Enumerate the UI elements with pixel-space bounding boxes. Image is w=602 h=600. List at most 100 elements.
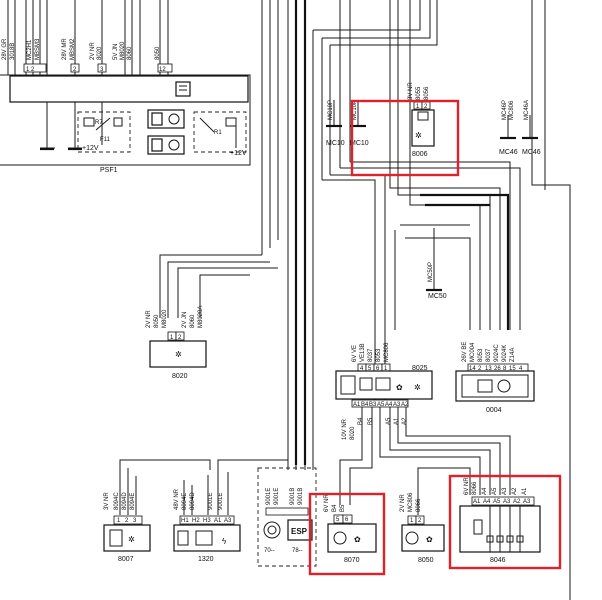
svg-text:1: 1 (416, 104, 420, 110)
c8025-bottom-pins: A1 B4 B3 A5 A4 A3 A2 (351, 399, 409, 408)
svg-text:H1: H1 (181, 518, 189, 524)
svg-text:A5: A5 (493, 499, 501, 505)
esp-block: 9001E 9001E 9001B 9001B ESP 70-- 78-- (257, 467, 317, 567)
svg-text:6V NR: 6V NR (464, 477, 470, 495)
svg-text:H3: H3 (203, 518, 211, 524)
psf1-label: 8050 (155, 46, 161, 60)
svg-text:26: 26 (494, 366, 501, 372)
svg-text:A3: A3 (224, 518, 232, 524)
psf1-label: M8020 (120, 41, 126, 60)
svg-text:MC46: MC46 (522, 149, 541, 156)
fan-icon: ✲ (128, 535, 135, 544)
svg-text:9024K: 9024K (502, 345, 508, 362)
svg-text:2: 2 (418, 518, 422, 524)
svg-text:MC10P: MC10P (328, 100, 334, 120)
svg-text:8094E: 8094E (182, 493, 188, 510)
svg-text:13: 13 (485, 366, 492, 372)
svg-text:8037: 8037 (486, 348, 492, 362)
svg-text:8094E: 8094E (130, 493, 136, 510)
component-8046: 6V NR 8066 A4 A5 A3 A2 A1 A1 A4 A5 A3 A2… (459, 477, 541, 564)
c8006-id: 8006 (412, 151, 428, 158)
component-8020: 2V NR 8050 M8020 2V JN 8060 M8020A 1 2 ✲… (146, 306, 207, 380)
svg-text:MC10: MC10 (326, 140, 345, 147)
svg-text:B4: B4 (332, 504, 338, 512)
psf1-label: MBSM2 (70, 38, 76, 60)
svg-text:A3: A3 (502, 487, 508, 495)
psf1-name: PSF1 (100, 167, 118, 174)
svg-text:6: 6 (376, 366, 380, 372)
svg-text:2V NR: 2V NR (146, 310, 152, 328)
plus12-left: +12V (82, 145, 99, 152)
psf1-label: 5V JN (113, 44, 119, 60)
svg-text:48V NR: 48V NR (174, 488, 180, 510)
fan-icon: ✲ (414, 383, 421, 392)
fan-icon: ✲ (415, 131, 422, 140)
svg-text:3V NR: 3V NR (408, 82, 414, 100)
svg-text:A2: A2 (512, 487, 518, 495)
svg-text:A2: A2 (401, 402, 409, 408)
c8025-id: 8025 (412, 365, 428, 372)
svg-text:2: 2 (178, 335, 182, 341)
svg-text:4: 4 (360, 366, 364, 372)
svg-text:A5: A5 (492, 487, 498, 495)
svg-text:A2: A2 (513, 499, 521, 505)
svg-text:MC806: MC806 (384, 342, 390, 362)
svg-text:B3: B3 (369, 402, 377, 408)
svg-text:9001E: 9001E (208, 493, 214, 510)
svg-text:2: 2 (424, 104, 428, 110)
svg-text:M8020: M8020 (162, 309, 168, 328)
svg-text:8037: 8037 (368, 348, 374, 362)
svg-text:14: 14 (469, 366, 476, 372)
svg-text:Z14A: Z14A (510, 348, 516, 362)
svg-text:A4: A4 (385, 402, 393, 408)
svg-text:A1: A1 (353, 402, 361, 408)
svg-text:A3: A3 (393, 402, 401, 408)
svg-text:1: 1 (384, 366, 388, 372)
mc50-ground: MC50P MC50 (426, 228, 447, 300)
svg-text:A2: A2 (402, 417, 408, 425)
svg-text:A4: A4 (483, 499, 491, 505)
svg-text:8050: 8050 (154, 314, 160, 328)
svg-text:MC004: MC004 (470, 342, 476, 362)
svg-text:9001E: 9001E (274, 488, 280, 505)
highlight-8046 (448, 474, 562, 570)
harness-10v: 10V NR 8020 B4 B5 A5 A1 A2 (339, 407, 511, 505)
svg-text:A3: A3 (523, 499, 531, 505)
svg-text:9024C: 9024C (494, 344, 500, 362)
component-8007: 3V NR 8094C 8094D 8094E 1 2 3 ✲ 8007 (103, 459, 211, 563)
svg-text:A3: A3 (503, 499, 511, 505)
plus12-right: +12V (230, 150, 247, 157)
component-8006: 3V NR 8055 8056 1 2 ✲ 8006 (408, 82, 435, 158)
svg-text:A1: A1 (214, 518, 222, 524)
svg-text:B4: B4 (361, 402, 369, 408)
c8046-id: 8046 (490, 557, 506, 564)
highlight-8006 (350, 99, 460, 177)
svg-text:2: 2 (125, 518, 129, 524)
svg-text:1: 1 (170, 335, 174, 341)
svg-text:5: 5 (368, 366, 372, 372)
psf1-label: 28V MR (62, 38, 68, 60)
psf1-wire-labels: 28V GR 3018B MC2H1 MBSM3 28V MR MBSM2 2V… (2, 38, 161, 60)
svg-text:MC46: MC46 (499, 149, 518, 156)
svg-text:12: 12 (159, 67, 166, 73)
psf1-label: 2V NR (90, 42, 96, 60)
svg-text:8055: 8055 (416, 86, 422, 100)
svg-text:A1: A1 (522, 487, 528, 495)
svg-text:MC46P: MC46P (502, 100, 508, 120)
svg-text:9001B: 9001B (298, 488, 304, 505)
mc46-grounds: MC46P MC806 MC46A MC46 MC46 (499, 100, 541, 156)
psf1-label: 28V GR (2, 38, 8, 60)
svg-text:8020: 8020 (350, 426, 356, 440)
svg-text:8066: 8066 (472, 481, 478, 495)
svg-text:B4: B4 (358, 417, 364, 425)
psf1-pin-row: 1 2 2 3 12 (23, 63, 173, 73)
component-0004: 26V BE MC004 8053 8037 9024C 9024K Z14A … (455, 342, 535, 414)
psf1-block: 28V GR 3018B MC2H1 MBSM3 28V MR MBSM2 2V… (0, 0, 251, 174)
svg-text:5: 5 (336, 517, 340, 523)
bold-wires (294, 0, 510, 465)
svg-text:8094D: 8094D (122, 492, 128, 510)
fan-icon: ✿ (426, 535, 433, 544)
highlight-8070 (308, 492, 386, 576)
svg-text:A5: A5 (377, 402, 385, 408)
